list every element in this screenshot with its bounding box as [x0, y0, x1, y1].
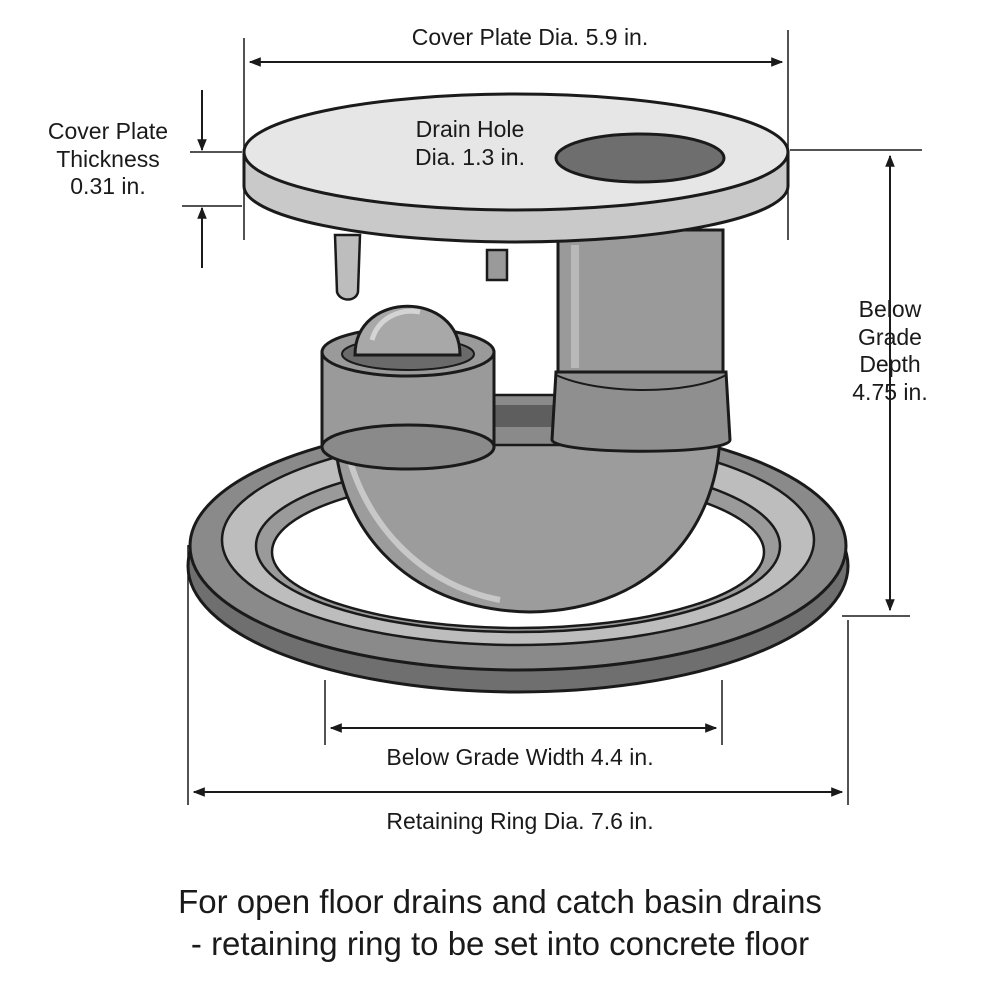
caption-line-2: - retaining ring to be set into concrete…	[190, 925, 810, 962]
retaining-ring-dia-label: Retaining Ring Dia. 7.6 in.	[386, 808, 654, 834]
cover-plate-dia-label: Cover Plate Dia. 5.9 in.	[411, 24, 649, 50]
cover-plate-thickness-label: Cover Plate Thickness 0.31 in.	[47, 118, 169, 200]
dim-cover-plate-dia	[243, 30, 789, 240]
support-pegs	[333, 233, 509, 301]
drain-hole-label: Drain Hole Dia. 1.3 in.	[415, 116, 525, 170]
dim-below-grade-depth	[790, 149, 922, 617]
trap-body	[333, 393, 722, 614]
float-cup	[320, 304, 496, 471]
below-grade-depth-label: Below Grade Depth 4.75 in.	[852, 296, 928, 405]
below-grade-width-label: Below Grade Width 4.4 in.	[386, 744, 654, 770]
dim-retaining-ring-dia	[187, 545, 849, 805]
cover-plate	[242, 92, 790, 244]
dim-cover-plate-thickness	[182, 90, 242, 268]
caption-line-1: For open floor drains and catch basin dr…	[178, 883, 822, 920]
dim-below-grade-width	[324, 680, 723, 745]
drain-hole	[554, 132, 726, 184]
riser-pipe	[550, 228, 732, 453]
